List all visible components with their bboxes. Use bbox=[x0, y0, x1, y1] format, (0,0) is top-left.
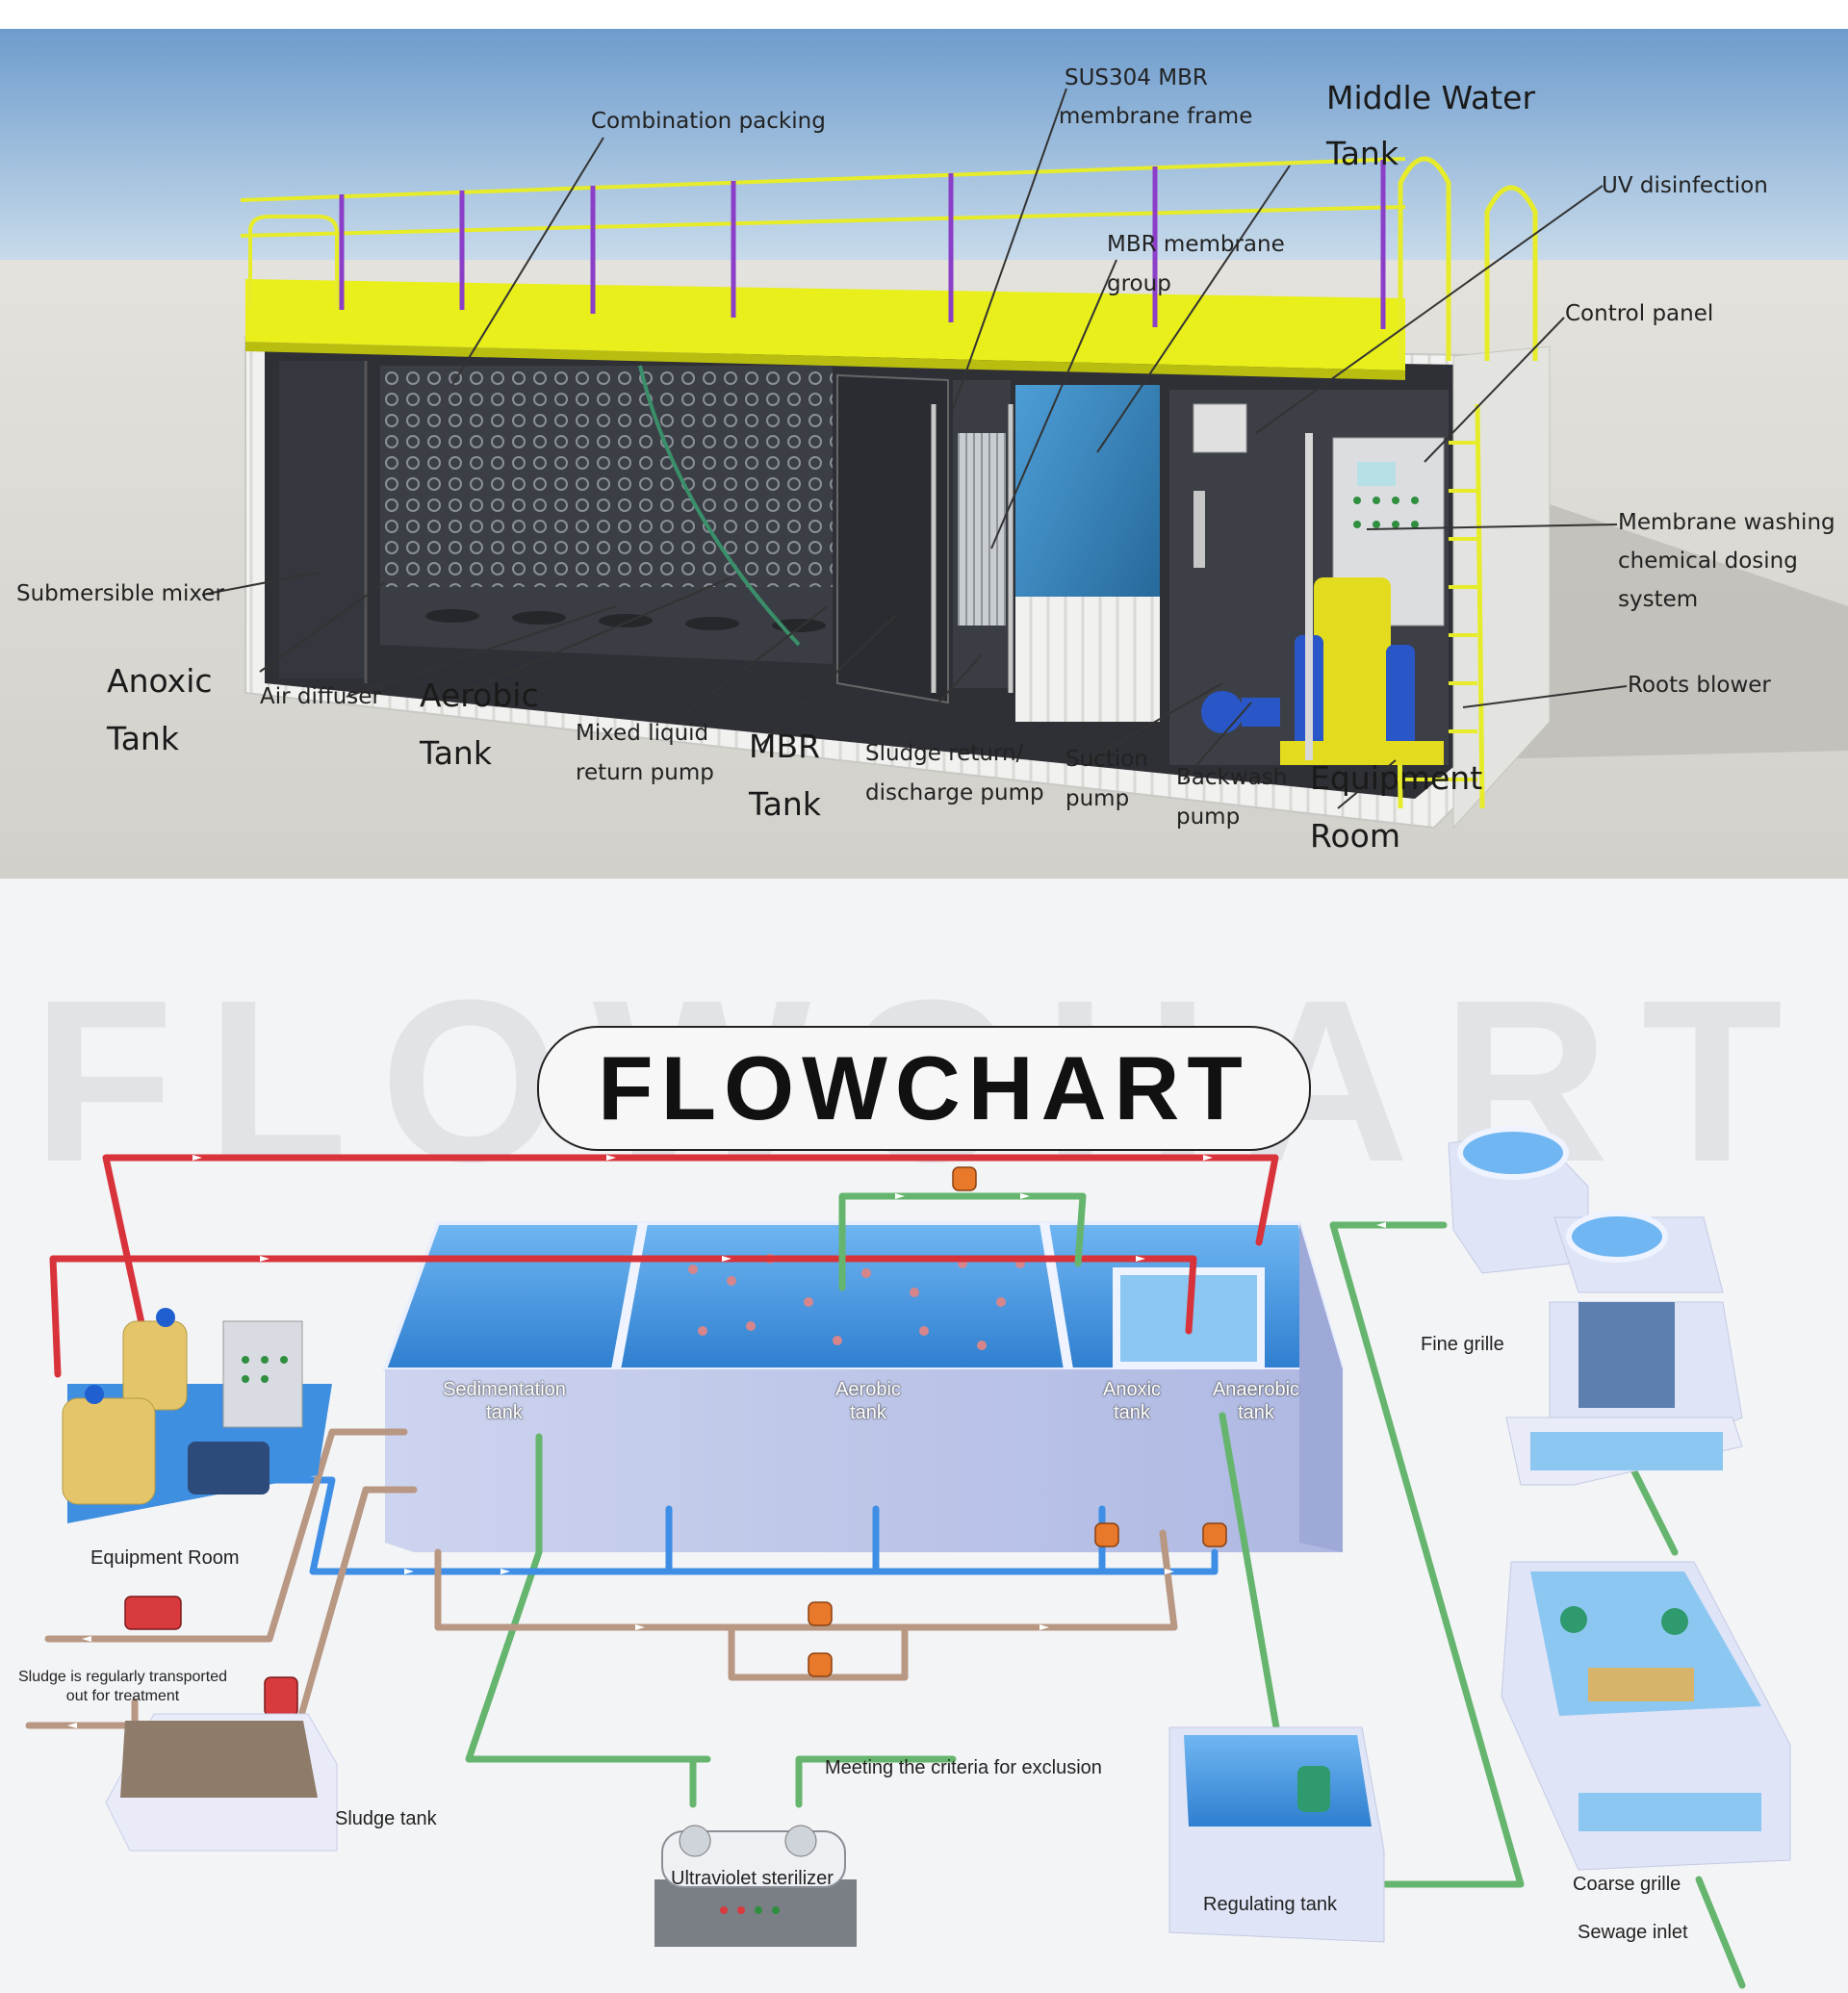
anoxic-tank-label-line1: Anoxic bbox=[1102, 1379, 1162, 1400]
label-sludge-return-line2: discharge pump bbox=[865, 780, 1044, 805]
label-backwash-pump-line1: Backwash bbox=[1176, 765, 1288, 790]
label-control-panel: Control panel bbox=[1565, 301, 1714, 326]
label-middle-water-line1: Middle Water bbox=[1326, 79, 1536, 116]
regulating-tank-illustration bbox=[1168, 1726, 1385, 1943]
label-sludge-return-line1: Sludge return/ bbox=[865, 741, 1024, 766]
anoxic-tank-label-line2: tank bbox=[1114, 1402, 1150, 1423]
sludge-tank-label: Sludge tank bbox=[335, 1808, 437, 1829]
label-mbr-group-line2: group bbox=[1107, 271, 1171, 296]
label-backwash-pump-line2: pump bbox=[1176, 805, 1241, 830]
sewage-inlet-label: Sewage inlet bbox=[1578, 1922, 1688, 1943]
sludge-transport-note: Sludge is regularly transported out for … bbox=[0, 1668, 245, 1706]
coarse-grille-label: Coarse grille bbox=[1573, 1874, 1681, 1895]
label-mixed-liquid-line2: return pump bbox=[576, 760, 714, 785]
aerobic-tank-label-line1: Aerobic bbox=[835, 1379, 901, 1400]
label-combination-packing: Combination packing bbox=[591, 109, 826, 134]
label-aerobic-tank-line1: Aerobic bbox=[420, 677, 539, 714]
regulating-tank-label: Regulating tank bbox=[1203, 1894, 1337, 1915]
sludge-transport-note-line1: Sludge is regularly transported bbox=[17, 1669, 227, 1685]
sludge-tank-illustration bbox=[105, 1713, 338, 1852]
valve-group bbox=[808, 1166, 1227, 1677]
aerobic-tank-label: Aerobic tank bbox=[810, 1378, 926, 1424]
label-uv-disinfection: UV disinfection bbox=[1602, 173, 1768, 198]
sedimentation-tank-label-line1: Sedimentation bbox=[443, 1379, 566, 1400]
flowchart-section: FLOWCHART FLOWCHART bbox=[0, 879, 1848, 1993]
label-suction-pump-line1: Suction bbox=[1065, 747, 1148, 772]
label-sus304-frame-line2: membrane frame bbox=[1059, 104, 1253, 129]
grille-structures bbox=[1448, 1126, 1791, 1871]
sedimentation-tank-label: Sedimentation tank bbox=[427, 1378, 581, 1424]
anaerobic-tank-label: Anaerobic tank bbox=[1198, 1378, 1314, 1424]
label-sus304-frame-line1: SUS304 MBR bbox=[1065, 65, 1208, 90]
label-membrane-washing-line2: chemical dosing bbox=[1618, 549, 1798, 574]
container-illustration bbox=[0, 29, 1848, 879]
label-membrane-washing-line3: system bbox=[1618, 587, 1699, 612]
label-middle-water-line2: Tank bbox=[1326, 135, 1399, 172]
label-roots-blower: Roots blower bbox=[1628, 673, 1771, 698]
label-mbr-tank-line2: Tank bbox=[749, 785, 821, 823]
label-air-diffuser: Air diffuser bbox=[260, 684, 381, 709]
label-equipment-room-line1: Equipment bbox=[1310, 759, 1483, 797]
uv-sterilizer-illustration bbox=[654, 1825, 857, 1947]
equipment-room-illustration bbox=[62, 1308, 332, 1523]
label-equipment-room-line2: Room bbox=[1310, 817, 1400, 855]
aerobic-tank-label-line2: tank bbox=[850, 1402, 886, 1423]
label-submersible-mixer: Submersible mixer bbox=[16, 581, 224, 606]
label-membrane-washing-line1: Membrane washing bbox=[1618, 510, 1835, 535]
uv-sterilizer-label: Ultraviolet sterilizer bbox=[671, 1868, 834, 1889]
sedimentation-tank-label-line2: tank bbox=[486, 1402, 523, 1423]
criteria-for-exclusion-label: Meeting the criteria for exclusion bbox=[825, 1757, 1102, 1778]
flowchart-illustration bbox=[25, 1126, 1791, 1989]
label-anoxic-tank-line1: Anoxic bbox=[107, 662, 213, 700]
anaerobic-tank-label-line1: Anaerobic bbox=[1212, 1379, 1300, 1400]
anoxic-tank-label: Anoxic tank bbox=[1074, 1378, 1190, 1424]
label-mbr-group-line1: MBR membrane bbox=[1107, 232, 1285, 257]
flowchart-title: FLOWCHART bbox=[537, 1026, 1311, 1151]
equipment-room-label: Equipment Room bbox=[90, 1547, 240, 1569]
label-mixed-liquid-line1: Mixed liquid bbox=[576, 721, 709, 746]
label-anoxic-tank-line2: Tank bbox=[107, 720, 179, 757]
label-mbr-tank-line1: MBR bbox=[749, 728, 821, 765]
mbr-container-rendering: Combination packing SUS304 MBR membrane … bbox=[0, 29, 1848, 879]
label-suction-pump-line2: pump bbox=[1065, 786, 1130, 811]
label-aerobic-tank-line2: Tank bbox=[420, 734, 492, 772]
fine-grille-label: Fine grille bbox=[1421, 1334, 1504, 1355]
sludge-transport-note-line2: out for treatment bbox=[65, 1688, 180, 1704]
anaerobic-tank-label-line2: tank bbox=[1238, 1402, 1274, 1423]
